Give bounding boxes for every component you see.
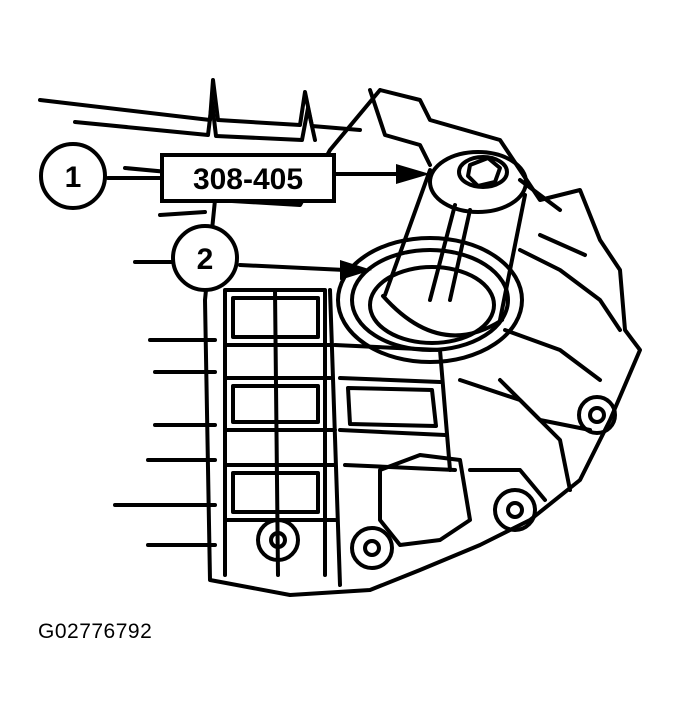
callout-1-number: 1: [65, 161, 82, 194]
installer-tool-highlight: [428, 203, 472, 302]
figure-id: G02776792: [38, 620, 153, 643]
callout-1-arrowhead: [396, 164, 430, 184]
seal-bore-lip: [368, 265, 496, 345]
tool-label-box: 308-405: [160, 153, 336, 203]
case-right-boss-1: [498, 248, 622, 432]
tool-number-label: 308-405: [193, 163, 303, 196]
bolt-hole-lower-right: [506, 501, 524, 519]
case-web-grid-inner: [231, 296, 438, 514]
bolt-boss-right: [577, 395, 617, 435]
seal-outer-ring: [336, 236, 524, 364]
installer-tool-hex-socket: [466, 156, 502, 188]
callout-2: 2: [171, 224, 239, 292]
case-lower-ridge: [378, 453, 472, 547]
bolt-boss-left: [256, 518, 300, 562]
case-right-boss-2: [458, 378, 572, 502]
bolt-boss-center: [350, 526, 394, 570]
tool-label-frame: [160, 153, 336, 203]
bolt-hole-left: [269, 531, 287, 549]
installer-tool-top-face: [428, 150, 528, 214]
bolt-boss-lower-right: [493, 488, 537, 532]
installer-tool-hex-recess: [457, 155, 509, 189]
case-fin-top-2: [73, 100, 317, 142]
callout-2-number: 2: [197, 243, 214, 276]
callout-1: 1: [39, 142, 107, 210]
callout-2-arrowhead: [340, 260, 372, 280]
callout-1-circle: [39, 142, 107, 210]
bolt-hole-center: [363, 539, 381, 557]
installer-tool-body: [383, 168, 527, 322]
callout-2-leader: [238, 263, 347, 272]
installer-tool-base-edge: [381, 294, 504, 338]
bolt-hole-right: [588, 406, 606, 424]
callout-2-circle: [171, 224, 239, 292]
case-fin-top-4: [158, 210, 207, 217]
seal-inner-ring: [350, 248, 510, 352]
